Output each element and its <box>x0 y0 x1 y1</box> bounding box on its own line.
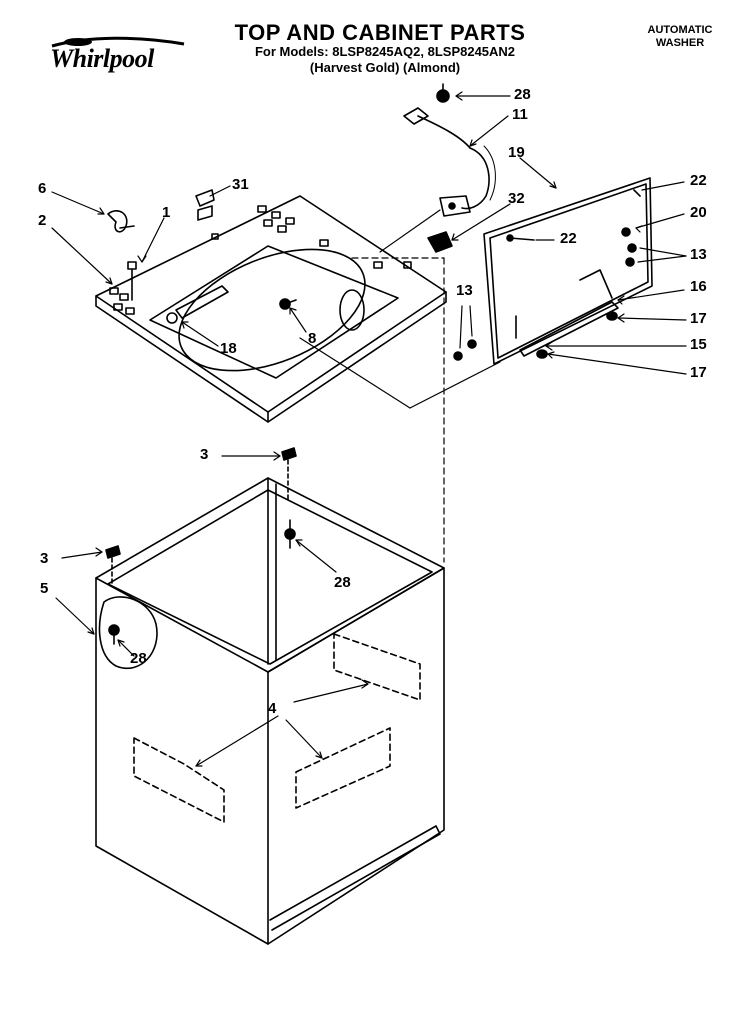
callout-2: 2 <box>38 212 47 229</box>
washer-lid <box>483 177 653 365</box>
screw-8-part <box>279 298 297 310</box>
callout-32: 32 <box>508 190 525 207</box>
page-title: TOP AND CABINET PARTS <box>234 20 526 45</box>
label-panels <box>133 633 421 823</box>
part-1-pin <box>127 261 137 301</box>
callout-13-right: 13 <box>690 246 707 263</box>
leader-lines <box>51 91 687 767</box>
callout-28-top: 28 <box>514 86 531 103</box>
brand-name: Whirlpool <box>50 44 154 73</box>
callout-18: 18 <box>220 340 237 357</box>
callout-16: 16 <box>690 278 707 295</box>
callout-6: 6 <box>38 180 47 197</box>
product-type-line1: AUTOMATIC <box>647 24 713 36</box>
cabinet <box>95 447 445 945</box>
callout-17-upper: 17 <box>690 310 707 327</box>
callout-3-lower: 3 <box>40 550 49 567</box>
callout-1: 1 <box>162 204 171 221</box>
part-32-bracket <box>427 231 453 253</box>
colors-line: (Harvest Gold) (Almond) <box>309 60 461 75</box>
callout-5: 5 <box>40 580 49 597</box>
top-panel <box>95 195 447 423</box>
callout-28-middle: 28 <box>334 574 351 591</box>
part-6-clip <box>107 210 135 233</box>
callout-8: 8 <box>308 330 317 347</box>
callout-4: 4 <box>268 700 277 717</box>
callout-28-cutout: 28 <box>130 650 147 667</box>
callout-13-left: 13 <box>456 282 473 299</box>
lid-switch <box>166 285 229 324</box>
whirlpool-logo: Whirlpool <box>40 36 200 86</box>
callout-11: 11 <box>512 106 528 123</box>
lid-hardware <box>453 189 641 361</box>
callout-3-upper: 3 <box>200 446 209 463</box>
callout-15: 15 <box>690 336 707 353</box>
callout-20: 20 <box>690 204 707 221</box>
callout-22-outer: 22 <box>690 172 707 189</box>
callout-22-inner: 22 <box>560 230 577 247</box>
model-list: For Models: 8LSP8245AQ2, 8LSP8245AN2 (Ha… <box>230 44 540 76</box>
part-31-clip <box>195 189 215 221</box>
bleach-dispenser-opening <box>339 289 365 331</box>
models-line: For Models: 8LSP8245AQ2, 8LSP8245AN2 <box>254 44 516 59</box>
callout-31: 31 <box>232 176 249 193</box>
logo-swoosh-icon <box>51 36 185 48</box>
product-type-line2: WASHER <box>655 37 705 49</box>
wire-harness <box>403 107 496 217</box>
callout-19: 19 <box>508 144 525 161</box>
screw-28-top-part <box>436 83 450 103</box>
product-type: AUTOMATIC WASHER <box>630 24 730 50</box>
callout-17-lower: 17 <box>690 364 707 381</box>
